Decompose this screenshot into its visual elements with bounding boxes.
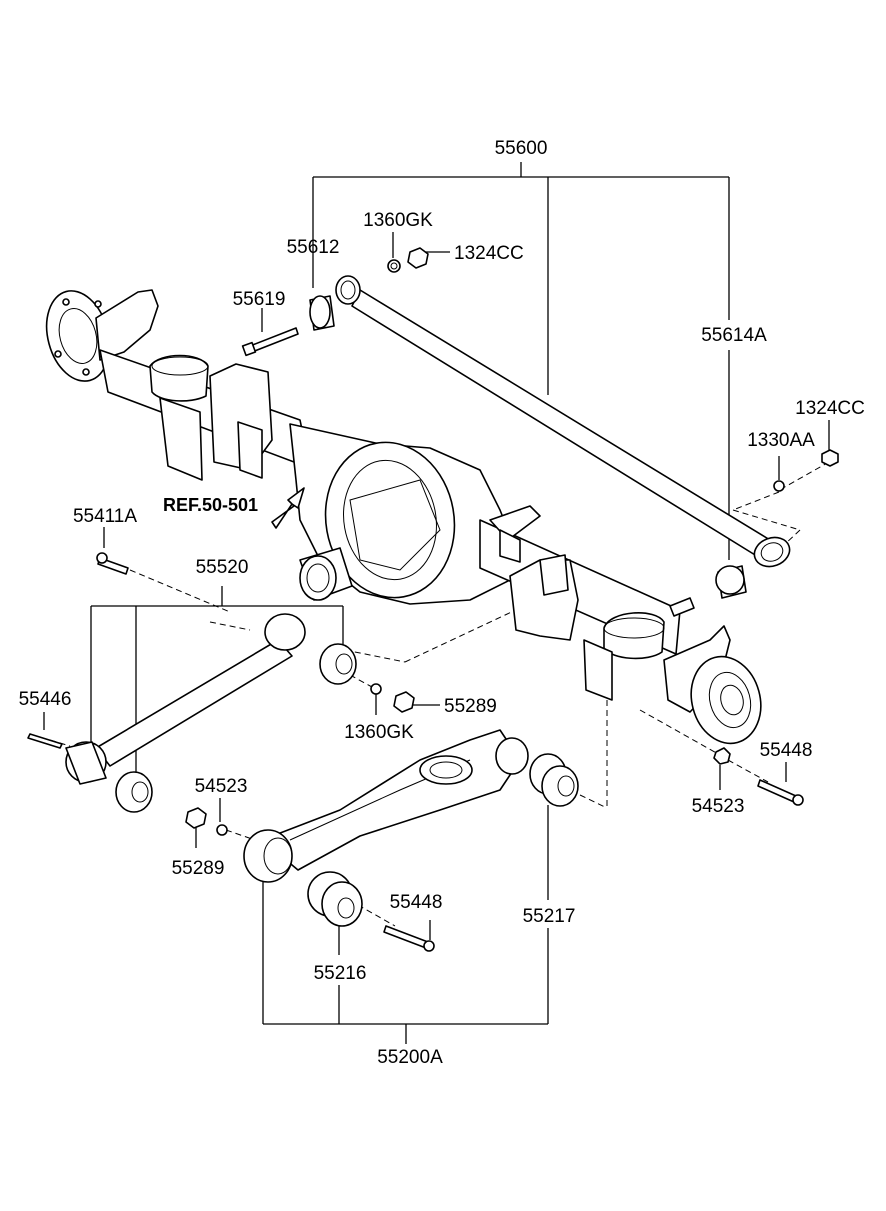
label-55600: 55600 xyxy=(495,138,548,159)
label-ref-50-501: REF.50-501 xyxy=(163,495,258,515)
label-55216: 55216 xyxy=(314,963,367,984)
label-1360gk-top: 1360GK xyxy=(363,210,433,231)
label-54523-right: 54523 xyxy=(692,796,745,817)
label-55612: 55612 xyxy=(287,237,340,258)
trailing-arm-assembly xyxy=(27,552,415,813)
label-1324cc-top: 1324CC xyxy=(454,243,524,264)
rear-axle-housing xyxy=(45,289,762,745)
label-55619: 55619 xyxy=(233,289,286,310)
part-labels: 55600 1360GK 55612 1324CC 55619 55614A 1… xyxy=(19,138,865,1068)
label-55448-bottom: 55448 xyxy=(390,892,443,913)
label-55217: 55217 xyxy=(523,906,576,927)
label-55411a: 55411A xyxy=(73,506,137,527)
label-55448-right: 55448 xyxy=(760,740,813,761)
label-55289-mid: 55289 xyxy=(444,696,497,717)
lower-control-arm-assembly xyxy=(185,729,804,952)
label-1330aa: 1330AA xyxy=(747,430,815,451)
label-54523-left: 54523 xyxy=(195,776,248,797)
label-1360gk-mid: 1360GK xyxy=(344,722,414,743)
lateral-rod-assembly xyxy=(241,247,839,599)
leader-lines xyxy=(43,162,830,1044)
label-55614a: 55614A xyxy=(701,325,767,346)
label-55446: 55446 xyxy=(19,689,72,710)
label-1324cc-right: 1324CC xyxy=(795,398,865,419)
label-55289-left: 55289 xyxy=(172,858,225,879)
label-55200a: 55200A xyxy=(377,1047,443,1068)
label-55520: 55520 xyxy=(196,557,249,578)
